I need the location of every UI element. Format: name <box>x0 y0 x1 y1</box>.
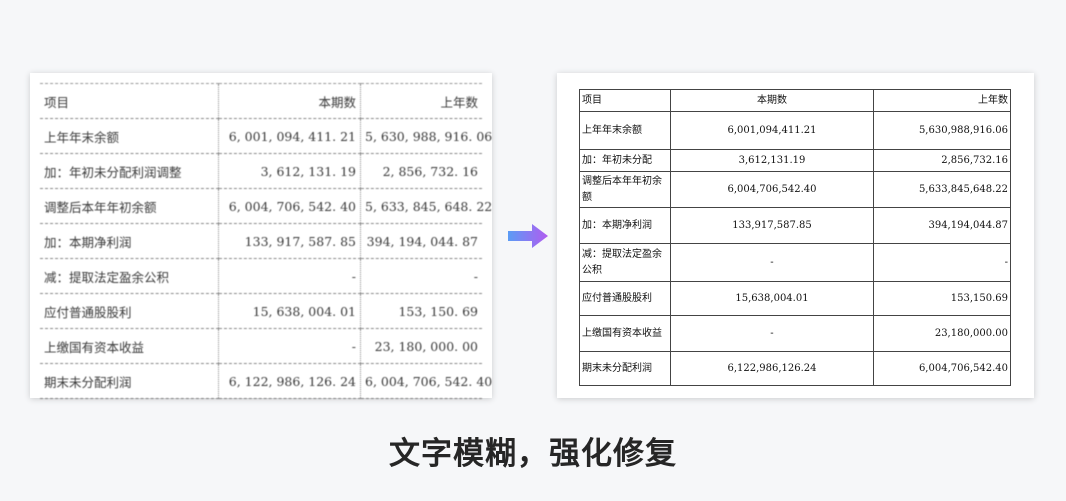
prior-value: 2,856,732.16 <box>873 149 1011 172</box>
arrow-right-icon <box>508 224 548 248</box>
row-label: 上年年末余额 <box>40 118 219 154</box>
header-cell: 本期数 <box>670 89 874 112</box>
current-value: 6,122,986,126.24 <box>670 351 874 386</box>
table-row: 加：本期净利润 133,917,587.85 394,194,044.87 <box>579 207 1011 244</box>
blurry-document-card: 项目 本期数 上年数 上年年末余额 6, 001, 094, 411. 21 5… <box>30 73 492 399</box>
prior-value: 5,630,988,916.06 <box>873 111 1011 150</box>
current-value: - <box>670 243 874 282</box>
current-value: 15,638,004.01 <box>670 281 874 316</box>
row-label: 期末未分配利润 <box>40 363 219 399</box>
table-row: 上缴国有资本收益 - 23, 180, 000. 00 <box>40 328 482 364</box>
table-row: 期末未分配利润 6, 122, 986, 126. 24 6, 004, 706… <box>40 363 492 399</box>
row-label: 减：提取法定盈余公积 <box>579 243 671 282</box>
current-value: - <box>670 315 874 352</box>
row-label: 减：提取法定盈余公积 <box>40 258 219 294</box>
current-value: 3, 612, 131. 19 <box>218 153 361 189</box>
row-label: 上缴国有资本收益 <box>40 328 219 364</box>
row-label: 加：年初未分配 <box>579 149 671 172</box>
current-value: - <box>218 258 361 294</box>
row-label: 加：本期净利润 <box>579 207 671 244</box>
prior-value: 23, 180, 000. 00 <box>360 328 482 364</box>
prior-value: 5,633,845,648.22 <box>873 171 1011 208</box>
current-value: 3,612,131.19 <box>670 149 874 172</box>
restored-table: 项目 本期数 上年数 上年年末余额 6,001,094,411.21 5,630… <box>579 89 1011 386</box>
header-cell: 本期数 <box>218 83 361 119</box>
restored-document-card: 项目 本期数 上年数 上年年末余额 6,001,094,411.21 5,630… <box>557 73 1034 398</box>
current-value: 133,917,587.85 <box>670 207 874 244</box>
table-row: 加：本期净利润 133, 917, 587. 85 394, 194, 044.… <box>40 223 482 259</box>
caption: 文字模糊，强化修复 <box>389 436 677 472</box>
table-row: 上缴国有资本收益 - 23,180,000.00 <box>579 315 1011 352</box>
table-row: 加：年初未分配 3,612,131.19 2,856,732.16 <box>579 149 1011 172</box>
prior-value: - <box>360 258 482 294</box>
current-value: 15, 638, 004. 01 <box>218 293 361 329</box>
prior-value: 153, 150. 69 <box>360 293 482 329</box>
blurry-table: 项目 本期数 上年数 上年年末余额 6, 001, 094, 411. 21 5… <box>40 83 492 399</box>
row-label: 应付普通股股利 <box>40 293 219 329</box>
table-row: 减：提取法定盈余公积 - - <box>40 258 482 294</box>
row-label: 上缴国有资本收益 <box>579 315 671 352</box>
table-row: 上年年末余额 6, 001, 094, 411. 21 5, 630, 988,… <box>40 118 492 154</box>
prior-value: 23,180,000.00 <box>873 315 1011 352</box>
prior-value: 6, 004, 706, 542. 40 <box>360 363 492 399</box>
header-cell: 项目 <box>40 83 219 119</box>
row-label: 应付普通股股利 <box>579 281 671 316</box>
header-cell: 项目 <box>579 89 671 112</box>
table-row: 调整后本年年初余额 6,004,706,542.40 5,633,845,648… <box>579 171 1011 208</box>
current-value: 133, 917, 587. 85 <box>218 223 361 259</box>
row-label: 期末未分配利润 <box>579 351 671 386</box>
table-header-row: 项目 本期数 上年数 <box>40 83 482 119</box>
table-row: 上年年末余额 6,001,094,411.21 5,630,988,916.06 <box>579 111 1011 150</box>
prior-value: 5, 633, 845, 648. 22 <box>360 188 492 224</box>
row-label: 加：年初未分配利润调整 <box>40 153 219 189</box>
header-cell: 上年数 <box>360 83 482 119</box>
table-row: 加：年初未分配利润调整 3, 612, 131. 19 2, 856, 732.… <box>40 153 482 189</box>
prior-value: 2, 856, 732. 16 <box>360 153 482 189</box>
current-value: 6, 001, 094, 411. 21 <box>218 118 361 154</box>
current-value: 6,001,094,411.21 <box>670 111 874 150</box>
prior-value: 5, 630, 988, 916. 06 <box>360 118 492 154</box>
prior-value: 394, 194, 044. 87 <box>360 223 482 259</box>
row-label: 调整后本年年初余额 <box>579 171 671 208</box>
table-row: 调整后本年年初余额 6, 004, 706, 542. 40 5, 633, 8… <box>40 188 492 224</box>
prior-value: 6,004,706,542.40 <box>873 351 1011 386</box>
prior-value: 394,194,044.87 <box>873 207 1011 244</box>
table-row: 应付普通股股利 15, 638, 004. 01 153, 150. 69 <box>40 293 482 329</box>
current-value: 6, 122, 986, 126. 24 <box>218 363 361 399</box>
prior-value: - <box>873 243 1011 282</box>
current-value: 6, 004, 706, 542. 40 <box>218 188 361 224</box>
row-label: 调整后本年年初余额 <box>40 188 219 224</box>
row-label: 加：本期净利润 <box>40 223 219 259</box>
current-value: 6,004,706,542.40 <box>670 171 874 208</box>
current-value: - <box>218 328 361 364</box>
table-row: 减：提取法定盈余公积 - - <box>579 243 1011 282</box>
table-header-row: 项目 本期数 上年数 <box>579 89 1011 112</box>
header-cell: 上年数 <box>873 89 1011 112</box>
prior-value: 153,150.69 <box>873 281 1011 316</box>
table-row: 期末未分配利润 6,122,986,126.24 6,004,706,542.4… <box>579 351 1011 386</box>
table-row: 应付普通股股利 15,638,004.01 153,150.69 <box>579 281 1011 316</box>
row-label: 上年年末余额 <box>579 111 671 150</box>
